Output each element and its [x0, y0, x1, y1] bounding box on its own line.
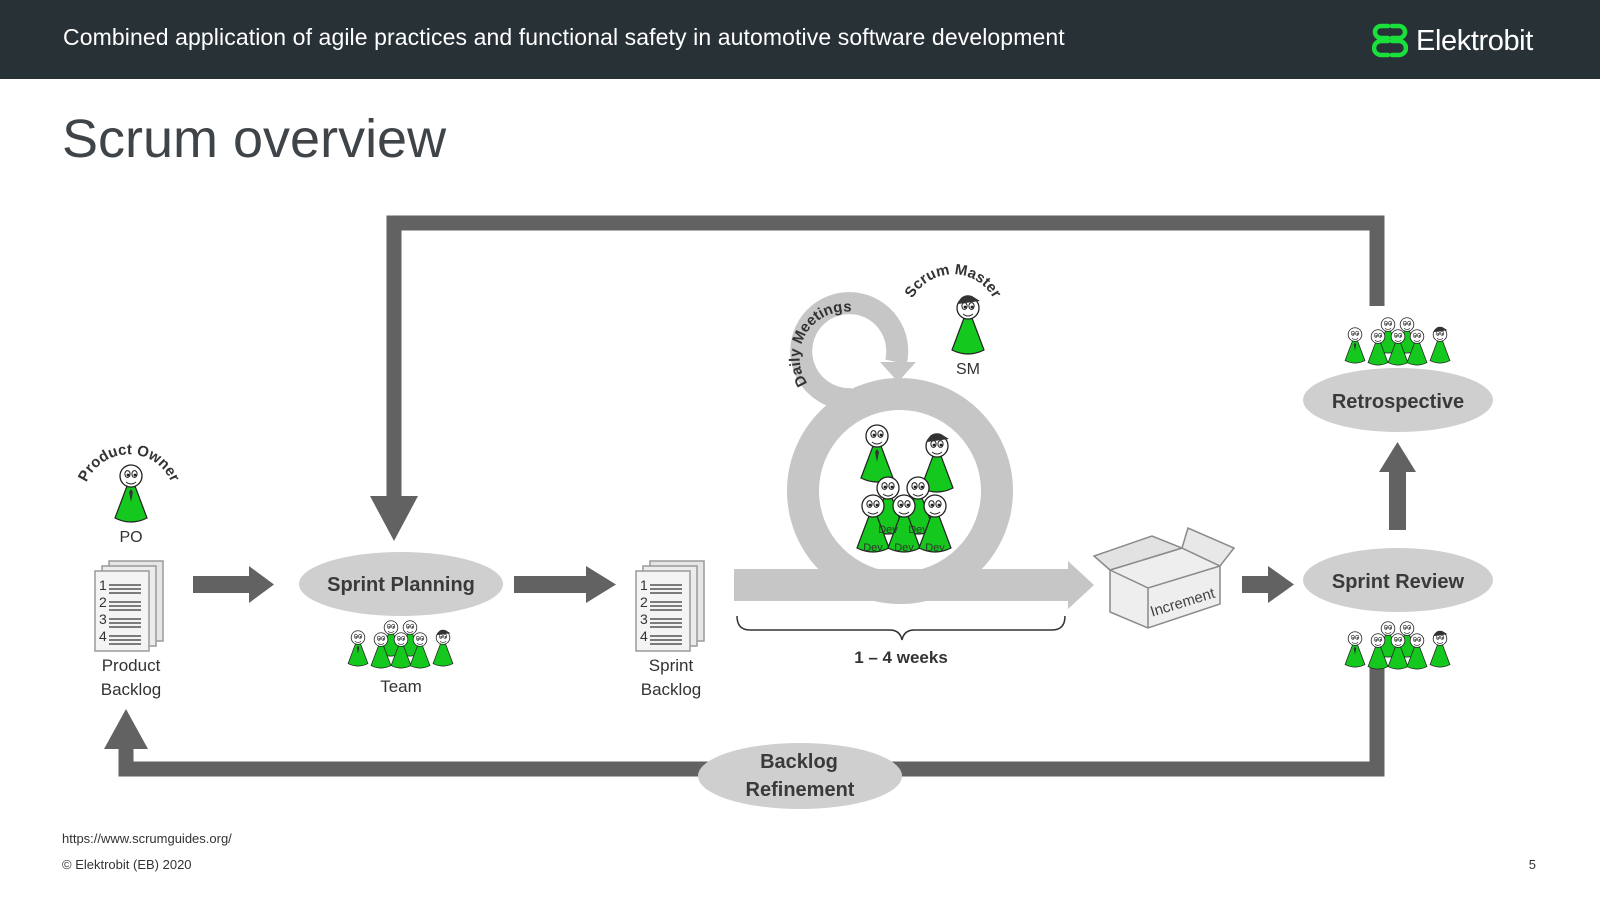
sprint-backlog-label-line1: Sprint — [649, 656, 694, 675]
dev-badge: Dev — [908, 524, 928, 536]
sprint-backlog-item-number: 2 — [640, 594, 648, 610]
dev-badge: Dev — [878, 524, 898, 536]
sm-badge: SM — [956, 361, 980, 378]
sprint-review-label: Sprint Review — [1332, 571, 1465, 593]
backlog-refinement-label-line2: Refinement — [746, 779, 855, 801]
retrospective-team-figures — [1344, 317, 1451, 366]
copyright-notice: © Elektrobit (EB) 2020 — [62, 857, 192, 872]
duration-label: 1 – 4 weeks — [854, 648, 948, 667]
po-badge: PO — [119, 529, 142, 546]
daily-meetings-loop-arrow — [790, 292, 916, 411]
sprint-backlog-item-number: 4 — [640, 628, 648, 644]
cycle-team-figures — [856, 424, 954, 553]
dev-badge: Dev — [925, 542, 945, 554]
duration-brace — [736, 615, 1066, 641]
page-number: 5 — [1528, 857, 1536, 872]
elektrobit-logo: Elektrobit — [1372, 20, 1533, 62]
presentation-title: Combined application of agile practices … — [63, 24, 1065, 50]
dev-badge: Dev — [894, 542, 914, 554]
review-to-planning-feedback-arrow — [370, 215, 1385, 541]
logo-text: Elektrobit — [1416, 24, 1533, 57]
team-figures — [347, 620, 454, 669]
scrum-master-label: Scrum Master — [901, 261, 1004, 301]
backlog-item-number: 4 — [99, 628, 107, 644]
team-label: Team — [380, 677, 422, 696]
product-owner-figure — [114, 464, 148, 523]
review-team-figures — [1344, 621, 1451, 670]
retrospective-ellipse — [1303, 368, 1493, 432]
sprint-planning-label: Sprint Planning — [327, 574, 475, 596]
backlog-item-number: 3 — [99, 611, 107, 627]
arrow-review-to-retrospective — [1379, 442, 1416, 530]
eb-logo-icon — [1372, 23, 1408, 58]
sprint-backlog-item-number: 3 — [640, 611, 648, 627]
backlog-item-number: 2 — [99, 594, 107, 610]
arrow-backlog-to-planning — [193, 566, 274, 603]
sprint-backlog-item-number: 1 — [640, 577, 648, 593]
arrow-increment-to-review — [1242, 566, 1294, 603]
scrum-master-figure — [951, 295, 985, 355]
backlog-item-number: 1 — [99, 577, 107, 593]
product-backlog-label-line2: Backlog — [101, 680, 161, 699]
sprint-cycle-arrow — [734, 378, 1094, 609]
header-bar: Combined application of agile practices … — [0, 0, 1600, 79]
sprint-planning-ellipse — [299, 552, 503, 616]
sprint-review-ellipse — [1303, 548, 1493, 612]
page-title: Scrum overview — [62, 109, 447, 169]
arrow-planning-to-sprint-backlog — [514, 566, 616, 603]
increment-box-icon — [1092, 526, 1236, 629]
retrospective-label: Retrospective — [1332, 391, 1464, 413]
backlog-refinement-label-line1: Backlog — [760, 751, 838, 773]
product-backlog-label-line1: Product — [102, 656, 161, 675]
sprint-backlog-label-line2: Backlog — [641, 680, 701, 699]
backlog-refinement-ellipse — [698, 743, 902, 809]
source-link[interactable]: https://www.scrumguides.org/ — [62, 831, 232, 846]
dev-badge: Dev — [863, 542, 883, 554]
